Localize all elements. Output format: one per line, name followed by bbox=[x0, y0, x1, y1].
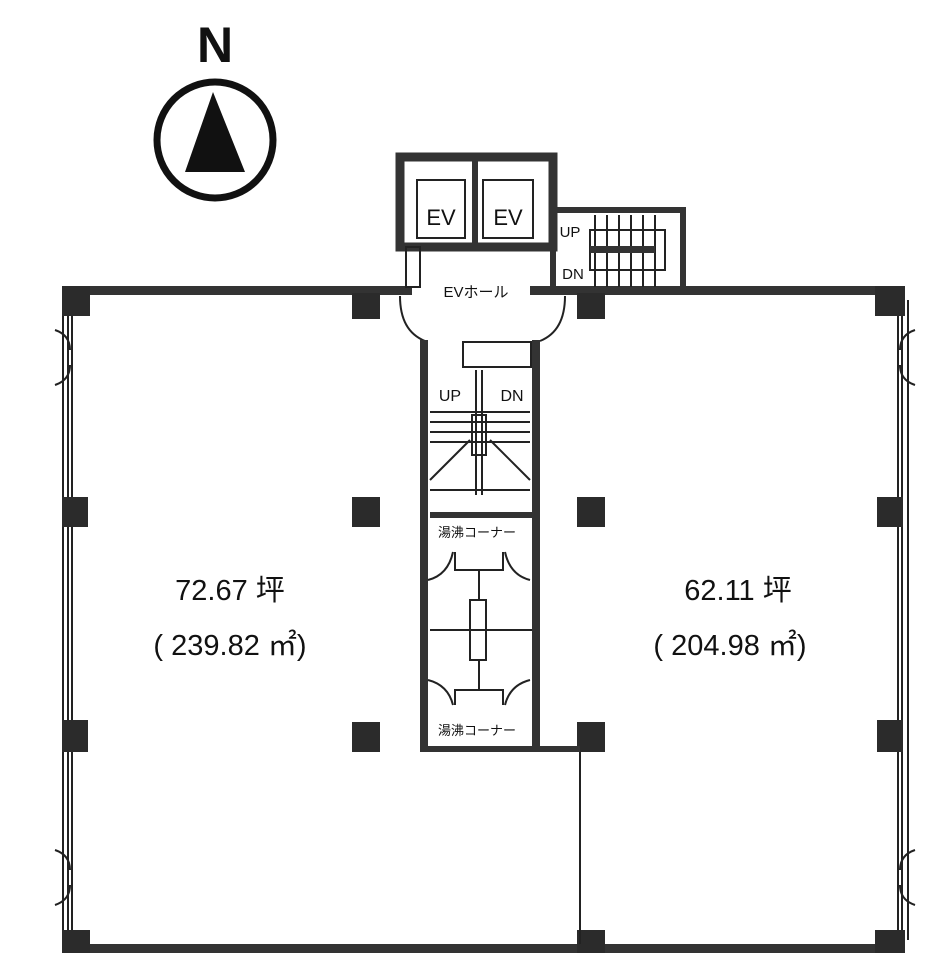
elevator-core: EV EV bbox=[395, 152, 558, 288]
kitchenette-label-2: 湯沸コーナー bbox=[438, 723, 516, 738]
elevator-car-1 bbox=[416, 179, 466, 239]
elevator-label-2: EV bbox=[493, 205, 523, 230]
north-arrow-icon bbox=[185, 92, 245, 172]
side-openings bbox=[54, 329, 916, 906]
center-stair-up-label: UP bbox=[439, 388, 461, 405]
kitchenette-label-1: 湯沸コーナー bbox=[438, 525, 516, 540]
central-core: UP DN 湯沸コーナー 湯沸コーナー bbox=[420, 340, 580, 752]
stair-down-label: DN bbox=[562, 266, 584, 283]
compass-circle bbox=[153, 78, 277, 202]
unit-east: 62.11 坪 ( 204.98 ㎡) bbox=[653, 574, 806, 662]
north-label: N bbox=[197, 17, 233, 73]
unit-east-area-sqm: ( 204.98 ㎡) bbox=[653, 629, 806, 662]
stair-up-label: UP bbox=[560, 224, 581, 241]
unit-west: 72.67 坪 ( 239.82 ㎡) bbox=[153, 574, 306, 662]
unit-west-area-tsubo: 72.67 坪 bbox=[175, 574, 285, 607]
elevator-label-1: EV bbox=[426, 205, 456, 230]
center-stair-down-label: DN bbox=[500, 388, 523, 405]
elevator-car-2 bbox=[482, 179, 534, 239]
unit-west-area-sqm: ( 239.82 ㎡) bbox=[153, 629, 306, 662]
columns bbox=[62, 286, 905, 953]
ev-hall-label: EVホール bbox=[443, 284, 508, 301]
north-stair: UP DN bbox=[550, 207, 686, 293]
north-compass: N bbox=[153, 17, 277, 202]
unit-east-area-tsubo: 62.11 坪 bbox=[684, 574, 791, 607]
ev-hall: EVホール bbox=[399, 284, 566, 342]
